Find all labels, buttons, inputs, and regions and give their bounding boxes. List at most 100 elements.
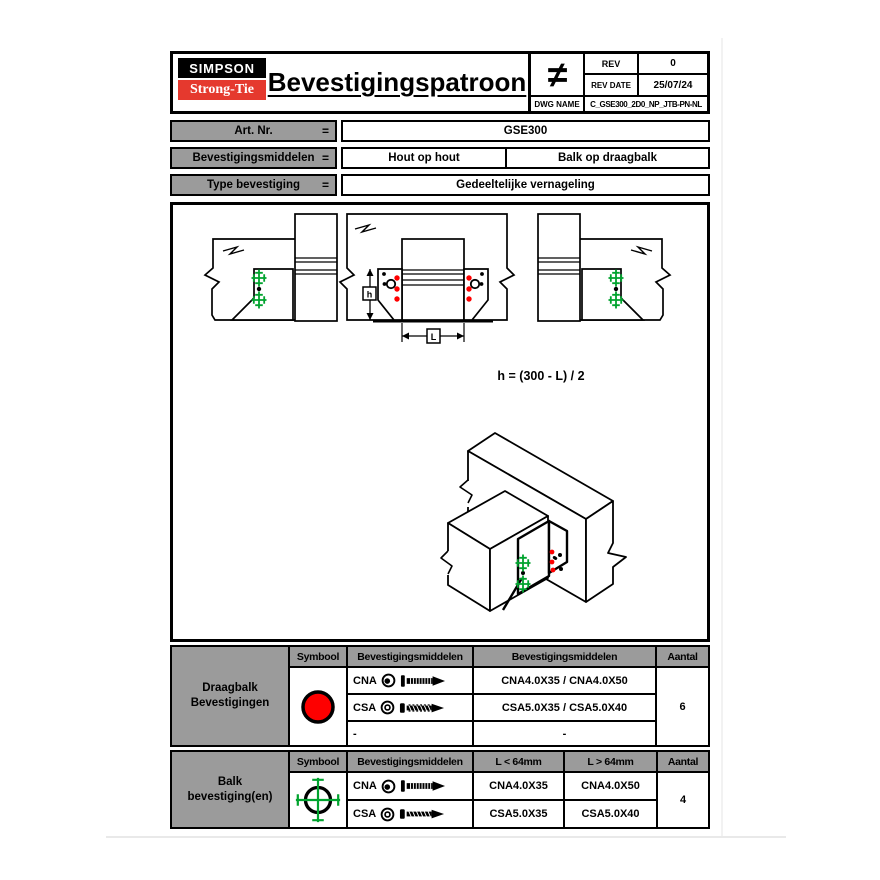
equals-sign: = <box>321 124 329 138</box>
balk-row-label: Balk bevestiging(en) <box>172 752 288 827</box>
art-nr-text: GSE300 <box>503 125 548 137</box>
red-nail-dots <box>394 275 472 302</box>
header-aantal: Aantal <box>657 647 708 666</box>
rev-value: 0 <box>639 54 707 73</box>
art-nr-label: Art. Nr. = <box>170 120 337 142</box>
type-bevestiging-label: Type bevestiging = <box>170 174 337 196</box>
value-cell-short: CSA5.0X35 <box>474 801 563 827</box>
simpson-strongtie-logo: SIMPSON Strong-Tie <box>178 58 266 107</box>
bevestigingsmiddelen-value: Hout op hout Balk op draagbalk <box>341 147 710 169</box>
row-label-line2: bevestiging(en) <box>187 790 273 803</box>
black-dots <box>382 272 484 286</box>
art-nr-value: GSE300 <box>341 120 710 142</box>
aantal-value: 4 <box>658 773 708 827</box>
fastener-code: CSA <box>353 808 377 820</box>
type-bevestiging-text: Gedeeltelijke vernageling <box>456 179 595 191</box>
row-label-line1: Balk <box>217 775 243 788</box>
hanger-side-plate <box>516 519 551 596</box>
fastener-cell-cna: CNA <box>348 668 472 693</box>
dim-l-box <box>426 328 441 344</box>
view-right-side <box>537 213 672 322</box>
view-front <box>338 213 516 323</box>
row-label-line1: Draagbalk <box>202 682 258 695</box>
screw-icon <box>400 702 445 713</box>
title-area: Bevestigingspatroon <box>266 54 528 111</box>
draagbalk-symbol-cell <box>290 668 346 745</box>
row-label-line2: Bevestigingen <box>190 697 270 709</box>
hanger-front-flange <box>547 519 569 575</box>
hout-op-hout-text: Hout op hout <box>343 149 507 167</box>
label-text: Type bevestiging <box>206 179 301 191</box>
dwg-name-label: DWG NAME <box>531 97 583 111</box>
title-block: SIMPSON Strong-Tie Bevestigingspatroon ≠… <box>170 51 710 114</box>
fastener-cell-csa: CSA <box>348 801 472 827</box>
header-bevestigingsmiddelen: Bevestigingsmiddelen <box>348 647 472 666</box>
scanned-page-right-edge <box>721 38 723 837</box>
header-l-groter-64: L > 64mm <box>565 752 656 771</box>
header-symbool: Symbool <box>290 752 346 771</box>
break-line-icon <box>222 245 245 256</box>
iso-red-nail-dots <box>549 549 556 573</box>
arrowhead <box>402 332 409 340</box>
revision-table: ≠ REV 0 REV DATE 25/07/24 DWG NAME C_GSE… <box>528 54 707 111</box>
scanned-page-bottom-edge <box>106 836 786 838</box>
view-left-side <box>203 213 338 322</box>
dim-h-box <box>362 286 377 301</box>
rev-date-value: 25/07/24 <box>639 75 707 95</box>
label-text: Bevestigingsmiddelen <box>192 152 315 164</box>
break-line-icon <box>354 223 377 234</box>
break-notch <box>459 479 473 504</box>
value-cell: CSA5.0X35 / CSA5.0X40 <box>474 695 655 720</box>
aantal-value: 6 <box>657 668 708 745</box>
not-equal-icon: ≠ <box>531 54 583 95</box>
rev-date-label: REV DATE <box>585 75 637 95</box>
technical-drawing-canvas: h L h = (300 - L) / 2 <box>203 213 672 612</box>
csa-head-icon <box>380 700 395 715</box>
break-notch <box>440 550 453 575</box>
equals-sign: = <box>321 151 329 165</box>
label-text: Art. Nr. <box>234 125 273 137</box>
fastener-cell-csa: CSA <box>348 695 472 720</box>
strongtie-logo: Strong-Tie <box>178 80 266 100</box>
dim-l-label: L <box>431 332 437 342</box>
value-cell-dash: - <box>474 722 655 745</box>
header-bevestigingsmiddelen-2: Bevestigingsmiddelen <box>474 647 655 666</box>
type-bevestiging-value: Gedeeltelijke vernageling <box>341 174 710 196</box>
header-aantal: Aantal <box>658 752 708 771</box>
value-cell-long: CSA5.0X40 <box>565 801 656 827</box>
break-line-icon <box>630 245 653 256</box>
fastener-cell-dash: - <box>348 722 472 745</box>
csa-head-icon <box>380 807 395 821</box>
cna-head-icon <box>381 673 396 688</box>
balk-symbol-cell <box>290 773 346 827</box>
hole-dot <box>256 286 262 292</box>
fastener-code: CSA <box>353 701 377 714</box>
fastener-code: CNA <box>353 780 377 792</box>
arrowhead <box>366 313 374 320</box>
formula-label: h = (300 - L) / 2 <box>497 369 584 383</box>
header-symbool: Symbool <box>290 647 346 666</box>
page-title: Bevestigingspatroon <box>267 67 527 97</box>
fastener-table-balk: Balk bevestiging(en) Symbool Bevestiging… <box>170 750 710 829</box>
flange-hole <box>469 278 481 290</box>
isometric-view <box>440 432 627 612</box>
rev-label: REV <box>585 54 637 73</box>
cna-head-icon <box>381 779 396 793</box>
nail-icon <box>400 674 445 687</box>
fastener-table-draagbalk: Draagbalk Bevestigingen Symbool Bevestig… <box>170 645 710 747</box>
dim-h-label: h <box>367 290 373 300</box>
iso-black-dots <box>521 553 563 575</box>
flange-hole <box>385 278 397 290</box>
header-l-kleiner-64: L < 64mm <box>474 752 563 771</box>
red-circle-symbol-icon <box>301 689 335 724</box>
fastener-cell-cna: CNA <box>348 773 472 799</box>
info-row-art-nr: Art. Nr. = GSE300 <box>170 120 710 142</box>
hole-dot <box>613 286 619 292</box>
value-cell-long: CNA4.0X50 <box>565 773 656 799</box>
simpson-logo: SIMPSON <box>178 58 266 78</box>
crosshair-symbol-icon <box>295 777 341 823</box>
fastener-code: CNA <box>353 674 377 687</box>
draagbalk-end-face <box>585 500 627 603</box>
balk-op-draagbalk-text: Balk op draagbalk <box>557 152 658 164</box>
